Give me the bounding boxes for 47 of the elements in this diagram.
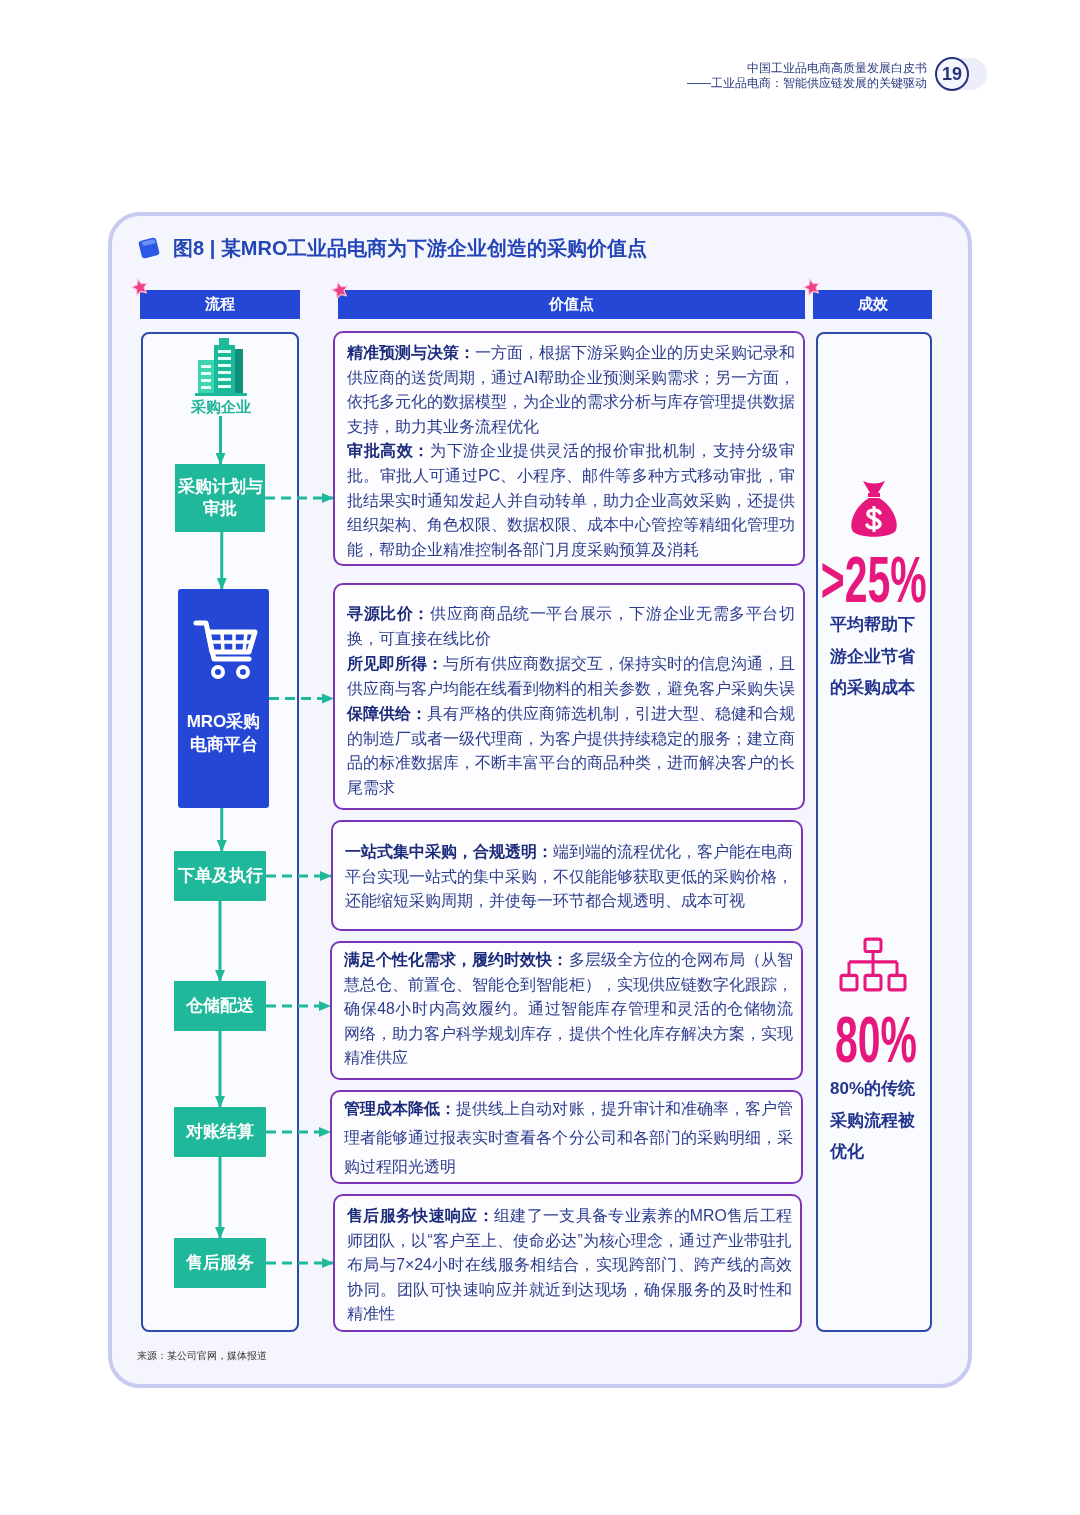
process-box: 仓储配送 <box>174 981 266 1031</box>
process-box: 对账结算 <box>174 1107 266 1157</box>
dashed-arrow <box>266 1258 334 1268</box>
arrow <box>215 901 225 982</box>
header-text: 中国工业品电商高质量发展白皮书 <box>747 61 927 76</box>
dashed-arrow <box>266 871 332 881</box>
title: 图8 | 某MRO工业品电商为下游企业创造的采购价值点 <box>173 236 648 261</box>
dashed-arrow <box>266 1001 331 1011</box>
value-text: 审批高效：为下游企业提供灵活的报价审批机制，支持分级审批。审批人可通过PC、小程序、邮件等多种方式移动审批，审批结果实时通知发起人并自动转单，助力企业高效采购，还提供组织架构、角色权限、数据权限、成本中心管控等精细化管理功能，帮助企业精准控制各部门月度采购预算及消耗 <box>347 441 795 560</box>
value-box <box>331 820 803 931</box>
dashed-arrow <box>266 1127 331 1137</box>
process-box: 下单及执行 <box>174 851 266 901</box>
value-box <box>330 1090 803 1184</box>
arrow <box>216 532 227 590</box>
value-text: 一站式集中采购，合规透明：端到端的流程优化，客户能在电商平台实现一站式的集中采购，不仅能能够获取更低的采购价格，还能缩短采购周期，并使每一环节都合规透明、成本可视 <box>345 842 793 912</box>
dashed-arrow <box>269 693 334 704</box>
value-box <box>330 941 803 1080</box>
value-box <box>333 1194 802 1332</box>
page-number: 19 <box>935 57 969 91</box>
column-header: 成效 <box>813 290 932 319</box>
header-text: ——工业品电商：智能供应链发展的关键驱动 <box>687 76 927 91</box>
dashed-arrow <box>265 493 334 503</box>
box-label: MRO采购电商平台 <box>185 711 262 756</box>
arrow <box>215 1031 225 1108</box>
value-text: 管理成本降低：提供线上自动对账，提升审计和准确率，客户管理者能够通过报表实时查看各个分公司和各部门的采购明细，采购过程阳光透明 <box>344 1099 793 1177</box>
value-text: 所见即所得：与所有供应商数据交互，保持实时的信息沟通，且供应商与客户均能在线看到物料的相关参数，避免客户采购失误 <box>347 653 795 699</box>
value-text: 寻源比价：供应商商品统一平台展示，下游企业无需多平台切换，可直接在线比价 <box>347 604 795 649</box>
value-text: 保障供给：具有严格的供应商筛选机制，引进大型、稳健和合规的制造厂或者一级代理商，为客户提供持续稳定的服务；建立商品的标准数据库，不断丰富平台的商品种类，进而解决客户的长尾需求 <box>347 703 795 799</box>
stat-description: 平均帮助下游企业节省的采购成本 <box>830 614 916 699</box>
value-text: 满足个性化需求，履约时效快：多层级全方位的仓网布局（从智慧总仓、前置仓、智能仓到智能柜），实现供应链数字化跟踪，确保48小时内高效履约。通过智能库存管理和灵活的仓储物流网络，助力客户科学规划库存，提供个性化库存解决方案，实现精准供应 <box>344 950 793 1069</box>
arrow <box>215 1157 225 1239</box>
column-header: 流程 <box>140 290 300 319</box>
value-box <box>333 583 805 810</box>
big-number: 80% <box>835 1014 917 1066</box>
process-box: 采购计划与审批 <box>175 464 265 532</box>
platform-box <box>178 589 269 808</box>
arrow <box>216 808 227 852</box>
node-label: 采购企业 <box>190 397 252 416</box>
column-header: 价值点 <box>338 290 805 319</box>
arrow <box>215 416 226 465</box>
process-box: 售后服务 <box>174 1238 266 1288</box>
source-note: 来源：某公司官网，媒体报道 <box>137 1349 267 1363</box>
big-number: >25% <box>821 554 927 606</box>
value-text: 精准预测与决策：一方面，根据下游采购企业的历史采购记录和供应商的送货周期，通过AI帮助企业预测采购需求；另一方面，依托多元化的数据模型，为企业的需求分析与库存管理提供数据支持，助力其业务流程优化 <box>347 343 795 437</box>
stat-description: 80%的传统采购流程被优化 <box>830 1078 917 1163</box>
value-text: 售后服务快速响应：组建了一支具备专业素养的MRO售后工程师团队，以“客户至上、使命必达”为核心理念，通过产业带驻扎布局与7×24小时在线服务相结合，实现跨部门、跨产线的高效协同。团队可快速响应并就近到达现场，确保服务的及时性和精准性 <box>347 1206 792 1325</box>
value-box <box>333 331 805 566</box>
